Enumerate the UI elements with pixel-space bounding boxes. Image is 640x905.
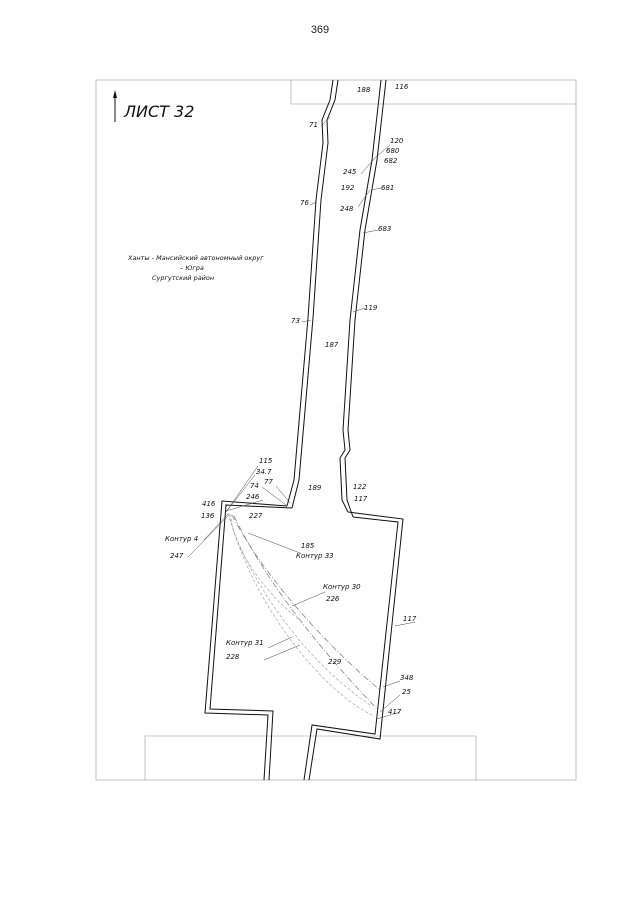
label-120: 120: [390, 137, 404, 145]
label-119: 119: [364, 304, 378, 312]
label-kontur-30: Контур 30: [323, 583, 361, 591]
label-74: 74: [250, 482, 259, 490]
label-25: 25: [402, 688, 411, 696]
label-185: 185: [301, 542, 315, 550]
label-71: 71: [309, 121, 318, 129]
label-248: 248: [340, 205, 354, 213]
label-122: 122: [353, 483, 367, 491]
leader-lines: [187, 116, 416, 720]
label-117-right: 117: [403, 615, 417, 623]
label-247: 247: [170, 552, 184, 560]
label-348: 348: [400, 674, 414, 682]
label-kontur-33: Контур 33: [296, 552, 334, 560]
label-416: 416: [202, 500, 216, 508]
map-frame: [95, 79, 577, 781]
label-187: 187: [325, 341, 339, 349]
label-136: 136: [201, 512, 215, 520]
label-680: 680: [386, 147, 400, 155]
label-34-7: 34.7: [256, 468, 272, 476]
label-115: 115: [259, 457, 273, 465]
contour-lines: [227, 512, 381, 716]
label-kontur-4: Контур 4: [165, 535, 198, 543]
page-number: 369: [310, 24, 330, 36]
label-417: 417: [388, 708, 402, 716]
label-226: 226: [326, 595, 340, 603]
label-682: 682: [384, 157, 398, 165]
road-corridor: [286, 79, 387, 518]
label-116: 116: [395, 83, 409, 91]
label-73: 73: [291, 317, 300, 325]
label-188: 188: [357, 86, 371, 94]
label-245: 245: [343, 168, 357, 176]
top-inset-frame: [290, 80, 576, 105]
region-line-3: Сургутский район: [152, 274, 214, 282]
label-kontur-31: Контур 31: [226, 639, 264, 647]
label-77: 77: [264, 478, 273, 486]
sheet-title: ЛИСТ 32: [123, 102, 194, 121]
label-189: 189: [308, 484, 322, 492]
label-117-top: 117: [354, 495, 368, 503]
label-228: 228: [226, 653, 240, 661]
label-246: 246: [246, 493, 260, 501]
north-arrow-icon: [113, 90, 117, 122]
label-229: 229: [328, 658, 342, 666]
label-192: 192: [341, 184, 355, 192]
region-line-1: Ханты - Мансийский автономный округ: [127, 254, 264, 262]
region-line-2: – Югра: [180, 264, 204, 272]
label-76: 76: [300, 199, 309, 207]
label-227: 227: [249, 512, 263, 520]
label-681: 681: [381, 184, 394, 192]
label-683: 683: [378, 225, 391, 233]
parcel-outline: [204, 500, 404, 781]
